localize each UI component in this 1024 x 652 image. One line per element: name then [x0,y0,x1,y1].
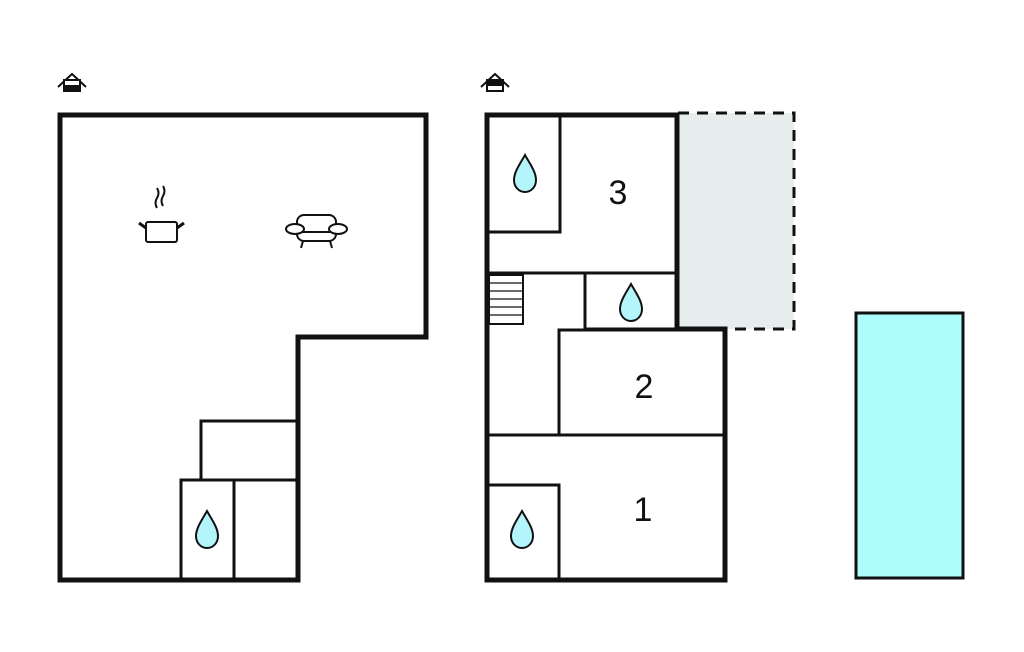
water-drop-icon [509,508,535,550]
bedroom-1-label: 1 [634,491,653,529]
terrace [676,111,796,331]
water-drop-icon [618,281,644,323]
house-upper-floor-icon [480,72,510,92]
upper-floor-partitions [487,115,725,580]
upper-floor: 3 2 1 [480,72,796,583]
water-drop-icon [194,508,220,550]
bedroom-3-label: 3 [609,174,628,212]
ground-floor-partitions [179,419,298,580]
swimming-pool [854,311,965,580]
sofa-icon [285,214,348,249]
house-ground-floor-icon [57,72,87,92]
ground-floor-outer-wall [57,112,429,583]
water-drop-icon [512,152,538,194]
bedroom-2-label: 2 [635,368,654,406]
stairs-icon [488,274,524,325]
cooking-pot-icon [138,185,185,243]
ground-floor [57,72,429,583]
